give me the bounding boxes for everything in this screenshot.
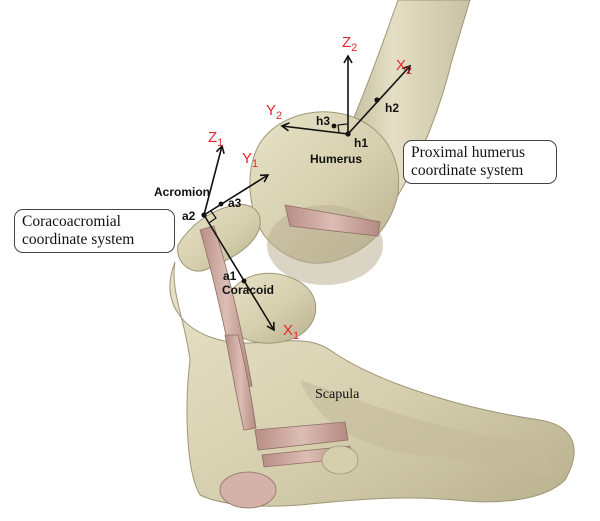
humerus-callout-line1: Proximal humerus: [411, 144, 549, 162]
h3-point: [332, 124, 337, 129]
h1-label: h1: [354, 136, 368, 150]
y2-label: Y2: [266, 102, 282, 122]
coracoid-label: Coracoid: [222, 283, 274, 297]
a3-point: [219, 202, 224, 207]
scapula-label: Scapula: [315, 387, 360, 402]
coracoacromial-callout-line1: Coracoacromial: [22, 213, 167, 231]
coracoacromial-callout-line2: coordinate system: [22, 231, 167, 249]
h2-point: [374, 97, 379, 102]
glenoid-base: [220, 472, 276, 508]
h3-label: h3: [316, 114, 330, 128]
a3-label: a3: [228, 196, 242, 210]
humerus-label: Humerus: [310, 152, 362, 166]
humerus-callout-line2: coordinate system: [411, 162, 549, 180]
coracoacromial-callout: Coracoacromial coordinate system: [14, 209, 175, 253]
z1-label: Z1: [208, 129, 223, 149]
h2-label: h2: [385, 101, 399, 115]
h1-point: [345, 131, 350, 136]
humerus-callout: Proximal humerus coordinate system: [403, 140, 557, 184]
inferior-angle: [322, 446, 358, 474]
a2-label: a2: [182, 209, 196, 223]
z2-label: Z2: [342, 34, 357, 54]
acromion-label: Acromion: [154, 185, 210, 199]
a1-label: a1: [223, 269, 237, 283]
a2-point: [201, 212, 206, 217]
